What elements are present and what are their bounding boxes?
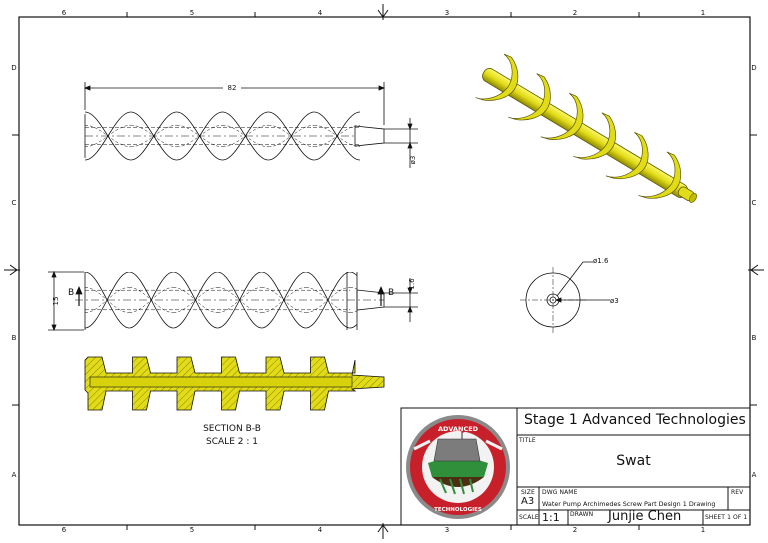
screw-flight <box>638 151 682 199</box>
zone-label: 3 <box>445 526 449 534</box>
screw-flight <box>540 92 584 140</box>
zone-label: B <box>12 334 17 342</box>
zone-label: 2 <box>573 526 577 534</box>
logo-text-top: ADVANCED <box>438 425 479 433</box>
side-view <box>48 270 418 332</box>
dwg-name-label: DWG NAME <box>542 489 578 496</box>
zone-label: A <box>12 471 17 479</box>
top-zone-labels: 6 5 4 3 2 1 <box>62 9 705 17</box>
inner-dia-label: ø1.6 <box>593 257 609 265</box>
zone-label: C <box>752 199 757 207</box>
end-view <box>520 261 610 333</box>
zone-label: 3 <box>445 9 449 17</box>
screw-flight <box>605 132 649 180</box>
front-helix-curve-hidden <box>359 125 360 126</box>
left-row-labels: D C B A <box>11 64 16 479</box>
section-mark-right: B <box>388 288 394 298</box>
outer-dia-label: ø3 <box>610 297 619 305</box>
side-helix-curve <box>349 323 357 329</box>
zone-label: D <box>11 64 16 72</box>
front-helix-curve <box>359 112 360 113</box>
zone-label: 4 <box>318 526 323 534</box>
section-mark-left: B <box>68 288 74 298</box>
front-helix-curve-hidden <box>268 124 315 148</box>
front-helix-curve <box>359 159 360 160</box>
logo-text-bottom: TECHNOLOGIES <box>434 507 482 513</box>
company-name: Stage 1 Advanced Technologies <box>524 412 746 428</box>
section-core <box>89 376 353 388</box>
front-helix-curve-hidden <box>85 125 86 126</box>
zone-label: 4 <box>318 9 323 17</box>
zone-label: 5 <box>190 9 194 17</box>
front-helix-curve <box>85 112 86 113</box>
dwg-name: Water Pump Archimedes Screw Part Design … <box>542 500 716 508</box>
title-block <box>400 407 751 526</box>
length-dimension-value: 82 <box>228 84 237 92</box>
front-helix-curve-hidden <box>85 146 86 147</box>
zone-label: 5 <box>190 526 194 534</box>
side-helix-curve-hidden <box>173 287 218 313</box>
zone-label: 1 <box>701 9 705 17</box>
zone-label: 6 <box>62 526 67 534</box>
zone-label: 2 <box>573 9 577 17</box>
section-view <box>84 356 385 411</box>
scale-label: SCALE <box>519 514 539 521</box>
height-dimension-value: 15 <box>52 297 60 306</box>
drawn-by: Junjie Chen <box>608 509 682 524</box>
screw-flight <box>475 53 519 101</box>
bottom-zone-labels: 6 5 4 3 2 1 <box>62 526 705 534</box>
drawn-label: DRAWN <box>570 511 594 518</box>
side-helix-curve <box>349 272 357 277</box>
zone-label: D <box>751 64 756 72</box>
rev-label: REV <box>731 489 744 496</box>
tip-dimension-value: 1.6 <box>408 278 416 290</box>
inner-dia-leader <box>556 261 593 297</box>
isometric-view <box>475 53 697 203</box>
sheet-size: A3 <box>521 496 535 507</box>
front-view <box>83 82 418 168</box>
section-scale: SCALE 2 : 1 <box>206 437 258 447</box>
sheet-number: SHEET 1 OF 1 <box>705 514 748 521</box>
front-helix-curve-hidden <box>359 146 360 147</box>
screw-flight <box>573 112 616 160</box>
zone-label: 1 <box>701 526 705 534</box>
zone-label: 6 <box>62 9 67 17</box>
left-center-arrow <box>4 264 20 276</box>
zone-label: A <box>752 471 757 479</box>
title-label: TITLE <box>519 437 536 444</box>
zone-label: C <box>12 199 17 207</box>
section-title: SECTION B-B <box>203 424 261 434</box>
tip-diameter-dimension: ø3 <box>409 156 417 165</box>
screw-flight <box>508 73 551 121</box>
drawing-scale: 1:1 <box>542 511 560 524</box>
right-center-arrow <box>748 264 764 276</box>
bottom-center-arrow <box>377 523 389 539</box>
drawing-title: Swat <box>616 453 651 469</box>
right-row-labels: D C B A <box>751 64 756 479</box>
shaft-tip <box>354 125 385 147</box>
company-logo: ADVANCED TECHNOLOGIES <box>406 415 510 519</box>
top-center-arrow <box>377 4 389 20</box>
front-helix-curve <box>85 159 86 160</box>
size-label: SIZE <box>521 489 535 496</box>
centering-arrows <box>4 4 764 539</box>
zone-label: B <box>752 334 757 342</box>
